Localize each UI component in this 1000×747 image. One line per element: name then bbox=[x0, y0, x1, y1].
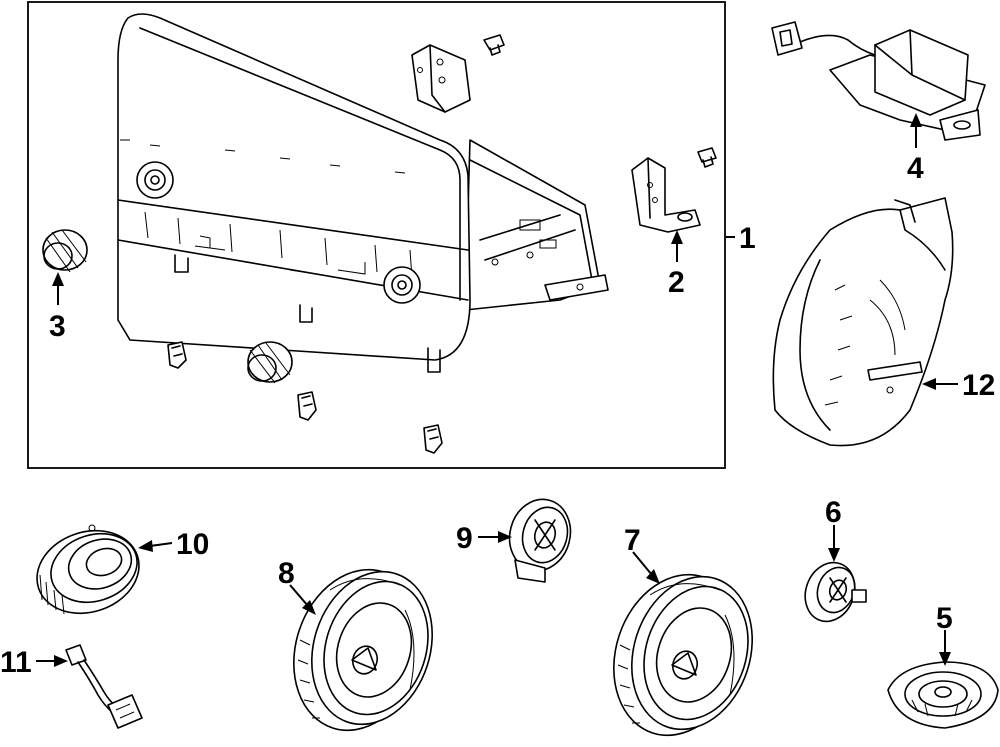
assembly-1-frame bbox=[27, 1, 726, 469]
callout-5: 5 bbox=[936, 602, 953, 635]
callout-1: 1 bbox=[739, 222, 756, 255]
speaker-10[interactable] bbox=[26, 518, 150, 626]
speaker-7[interactable] bbox=[594, 558, 772, 747]
speaker-8[interactable] bbox=[274, 553, 452, 747]
callout-7: 7 bbox=[624, 524, 641, 557]
screw-middle[interactable] bbox=[697, 147, 717, 168]
screw-upper[interactable] bbox=[483, 34, 505, 56]
retaining-clip-2[interactable] bbox=[297, 391, 317, 421]
callout-2: 2 bbox=[668, 266, 685, 299]
callout-11: 11 bbox=[0, 646, 32, 679]
callout-3: 3 bbox=[49, 310, 66, 343]
tweeter-6[interactable] bbox=[797, 556, 867, 629]
knob-inner[interactable] bbox=[247, 341, 293, 384]
leader-lines bbox=[36, 113, 958, 667]
mounting-bracket-upper[interactable] bbox=[411, 44, 471, 113]
tweeter-9[interactable] bbox=[502, 492, 579, 583]
knob-3[interactable] bbox=[42, 229, 88, 273]
control-module-4[interactable] bbox=[771, 21, 986, 141]
callout-6: 6 bbox=[825, 496, 842, 529]
callout-12: 12 bbox=[962, 369, 995, 402]
speaker-5[interactable] bbox=[887, 661, 999, 729]
head-unit-radio[interactable] bbox=[117, 13, 609, 373]
speaker-housing-12[interactable] bbox=[772, 197, 954, 447]
wiring-connector-11[interactable] bbox=[65, 644, 143, 729]
mounting-bracket-2[interactable] bbox=[631, 157, 701, 233]
callout-10: 10 bbox=[176, 528, 209, 561]
callout-9: 9 bbox=[456, 522, 473, 555]
retaining-clip-3[interactable] bbox=[423, 424, 443, 454]
callout-8: 8 bbox=[278, 557, 295, 590]
retaining-clip-1[interactable] bbox=[167, 341, 187, 369]
callout-4: 4 bbox=[907, 152, 924, 185]
